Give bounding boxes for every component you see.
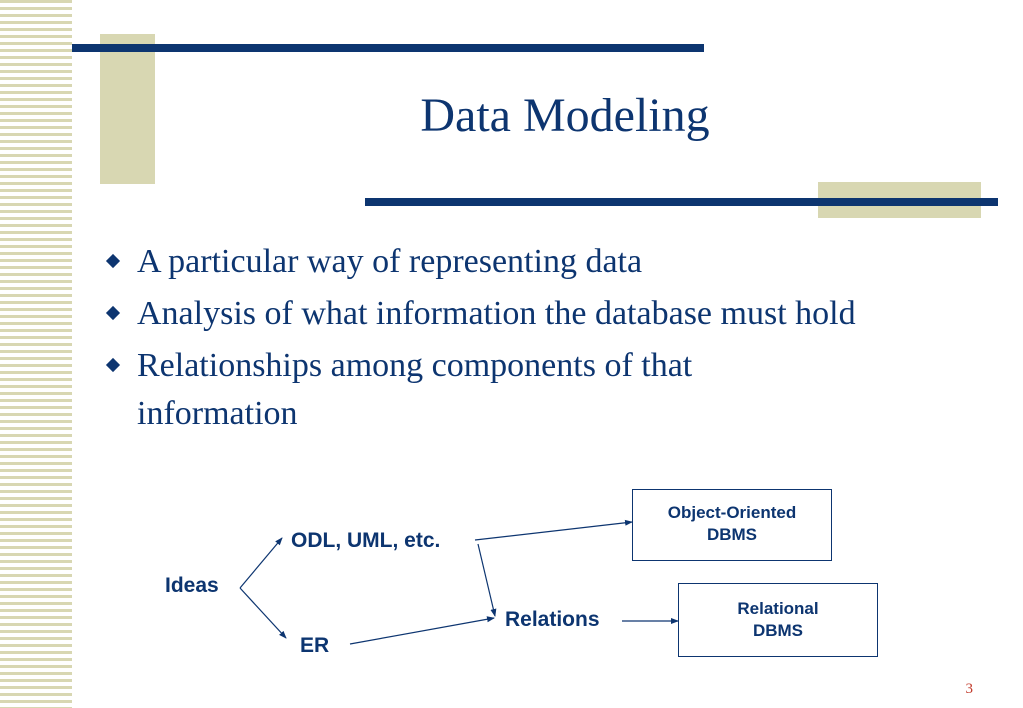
arrow-er-to-relations — [349, 616, 495, 645]
slide-title: Data Modeling — [420, 89, 710, 142]
bullet-text: Analysis of what information the databas… — [137, 295, 856, 332]
bullet-item: A particular way of representing data — [100, 238, 980, 286]
tan-block-top — [100, 34, 155, 184]
bullet-item: Relationships among components of that i… — [100, 342, 857, 438]
bullet-item: Analysis of what information the databas… — [100, 290, 957, 338]
object-oriented-dbms-box: Object-Oriented DBMS — [632, 489, 832, 561]
box-line: Relational — [737, 599, 819, 618]
bullet-text: Relationships among components of that i… — [137, 347, 693, 432]
bullet-text: A particular way of representing data — [137, 243, 643, 280]
box-line: DBMS — [752, 621, 804, 640]
box-line: DBMS — [706, 525, 758, 544]
bottom-bar — [365, 198, 998, 206]
ideas-label: Ideas — [165, 574, 219, 597]
arrow-odl-to-oo-dbms — [474, 519, 633, 541]
left-stripe-decoration — [0, 0, 72, 708]
top-bar — [72, 44, 704, 52]
page-number: 3 — [965, 681, 974, 697]
relations-label: Relations — [505, 608, 600, 631]
bullet-list: A particular way of representing data An… — [100, 238, 980, 442]
arrow-ideas-to-odl — [239, 537, 283, 589]
relational-dbms-box: Relational DBMS — [678, 583, 878, 657]
odl-uml-label: ODL, UML, etc. — [291, 529, 441, 552]
box-line: Object-Oriented — [667, 503, 797, 522]
arrow-odl-to-relations — [477, 543, 497, 617]
er-label: ER — [300, 634, 330, 657]
arrow-ideas-to-er — [239, 587, 287, 639]
